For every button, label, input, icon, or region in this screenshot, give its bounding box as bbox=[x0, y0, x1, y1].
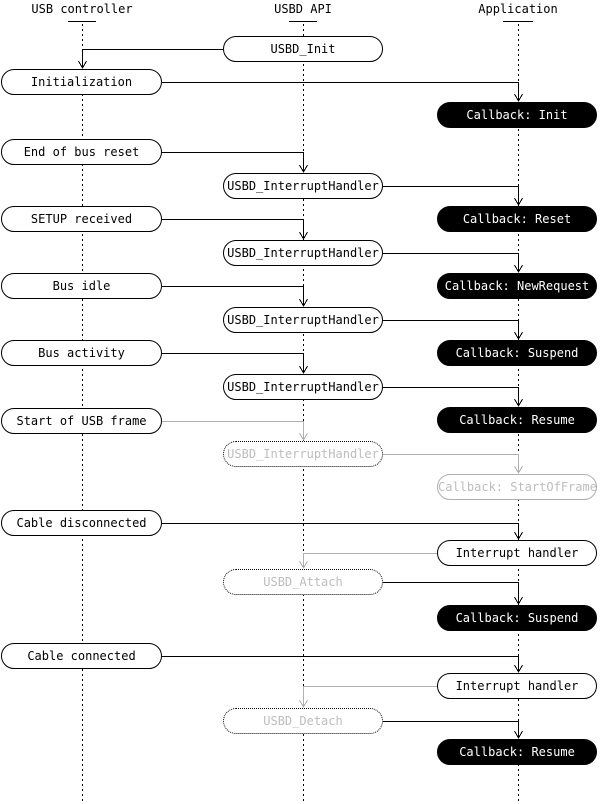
event-bus-idle: Bus idle bbox=[1, 273, 162, 299]
callback-init: Callback: Init bbox=[437, 102, 597, 128]
connector-interrupt-handler-1-to-usbd-attach bbox=[299, 553, 437, 570]
event-initialization: Initialization bbox=[1, 69, 162, 95]
connector-setup-received-to-interrupthandler-2 bbox=[162, 219, 308, 241]
event-cable-disconnected: Cable disconnected bbox=[1, 510, 162, 536]
event-cable-connected: Cable connected bbox=[1, 643, 162, 669]
api-call-interrupthandler-5: USBD_InterruptHandler bbox=[223, 441, 383, 467]
connector-interrupt-handler-2-to-usbd-detach bbox=[299, 686, 437, 709]
api-call-usbd-init: USBD_Init bbox=[223, 36, 383, 62]
callback-resume-1: Callback: Resume bbox=[437, 407, 597, 433]
column-header-usbd-api: USBD API bbox=[274, 2, 332, 16]
connector-cable-disconnected-to-interrupt-handler-1 bbox=[162, 523, 523, 541]
callback-newrequest: Callback: NewRequest bbox=[437, 273, 597, 299]
callback-suspend-2: Callback: Suspend bbox=[437, 605, 597, 631]
interrupt-handler-1: Interrupt handler bbox=[437, 540, 597, 566]
api-call-interrupthandler-2: USBD_InterruptHandler bbox=[223, 240, 383, 266]
api-call-usbd-detach: USBD_Detach bbox=[223, 708, 383, 734]
connector-interrupthandler-1-to-callback-reset bbox=[383, 186, 523, 207]
connector-initialization-to-callback-init bbox=[162, 82, 523, 103]
connector-interrupthandler-2-to-callback-newrequest bbox=[383, 253, 523, 274]
connector-interrupthandler-5-to-callback-startofframe bbox=[383, 454, 523, 475]
connector-usbd-init-to-initialization bbox=[78, 49, 223, 70]
callback-reset: Callback: Reset bbox=[437, 206, 597, 232]
column-header-application: Application bbox=[478, 2, 558, 16]
api-call-interrupthandler-4: USBD_InterruptHandler bbox=[223, 374, 383, 400]
event-end-of-bus-reset: End of bus reset bbox=[1, 139, 162, 165]
event-bus-activity: Bus activity bbox=[1, 340, 162, 366]
connector-usbd-detach-to-callback-resume-2 bbox=[383, 721, 523, 740]
callback-suspend-1: Callback: Suspend bbox=[437, 340, 597, 366]
column-header-usb-controller: USB controller bbox=[31, 2, 133, 16]
connector-interrupthandler-4-to-callback-resume-1 bbox=[383, 387, 523, 408]
connector-start-of-usb-frame-to-interrupthandler-5 bbox=[162, 421, 308, 442]
connector-bus-activity-to-interrupthandler-4 bbox=[162, 353, 308, 375]
callback-resume-2: Callback: Resume bbox=[437, 739, 597, 765]
connector-interrupthandler-3-to-callback-suspend-1 bbox=[383, 320, 523, 341]
event-start-of-usb-frame: Start of USB frame bbox=[1, 408, 162, 434]
connector-bus-idle-to-interrupthandler-3 bbox=[162, 286, 308, 308]
api-call-interrupthandler-3: USBD_InterruptHandler bbox=[223, 307, 383, 333]
connector-cable-connected-to-interrupt-handler-2 bbox=[162, 656, 523, 674]
api-call-interrupthandler-1: USBD_InterruptHandler bbox=[223, 173, 383, 199]
callback-startofframe: Callback: StartOfFrame bbox=[437, 474, 597, 500]
interrupt-handler-2: Interrupt handler bbox=[437, 673, 597, 699]
connector-end-of-bus-reset-to-interrupthandler-1 bbox=[162, 152, 308, 174]
api-call-usbd-attach: USBD_Attach bbox=[223, 569, 383, 595]
event-setup-received: SETUP received bbox=[1, 206, 162, 232]
connector-usbd-attach-to-callback-suspend-2 bbox=[383, 582, 523, 606]
